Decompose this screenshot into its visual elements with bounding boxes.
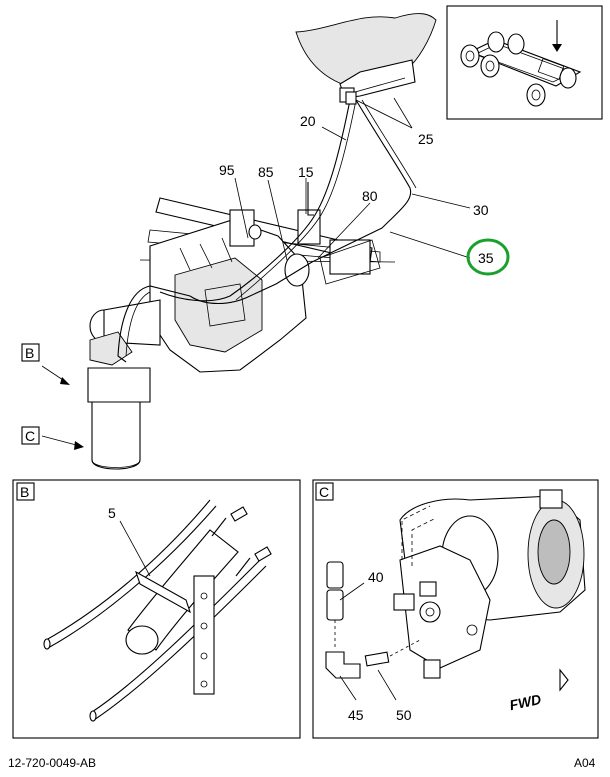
detail-b-callout-5: 5: [108, 505, 116, 521]
detail-view-c: C: [312, 479, 599, 739]
fwd-indicator: FWD: [508, 691, 543, 713]
detail-view-b: B: [12, 479, 301, 739]
detail-c-callout-40: 40: [368, 569, 384, 585]
detail-c-title: C: [319, 484, 329, 500]
callout-80: 80: [362, 188, 378, 204]
view-b-reference[interactable]: B: [21, 343, 70, 385]
drawing-revision: A04: [574, 756, 596, 770]
callout-30: 30: [473, 202, 489, 218]
callout-25: 25: [418, 131, 434, 147]
callout-95: 95: [219, 162, 235, 178]
callout-35: 35: [478, 250, 494, 266]
main-assembly-view: [87, 13, 437, 470]
callout-35-highlight[interactable]: 35: [466, 238, 510, 276]
main-leader-lines: [234, 97, 471, 261]
truck-locator-inset: [446, 5, 603, 120]
callout-20: 20: [300, 113, 316, 129]
view-b-marker: B: [25, 345, 34, 361]
detail-b-title: B: [20, 484, 29, 500]
detail-c-callout-45: 45: [348, 707, 364, 723]
view-c-marker: C: [25, 428, 35, 444]
view-c-reference[interactable]: C: [21, 426, 84, 450]
drawing-part-number: 12-720-0049-AB: [8, 756, 96, 770]
callout-15: 15: [298, 164, 314, 180]
callout-85: 85: [258, 164, 274, 180]
detail-c-callout-50: 50: [396, 707, 412, 723]
